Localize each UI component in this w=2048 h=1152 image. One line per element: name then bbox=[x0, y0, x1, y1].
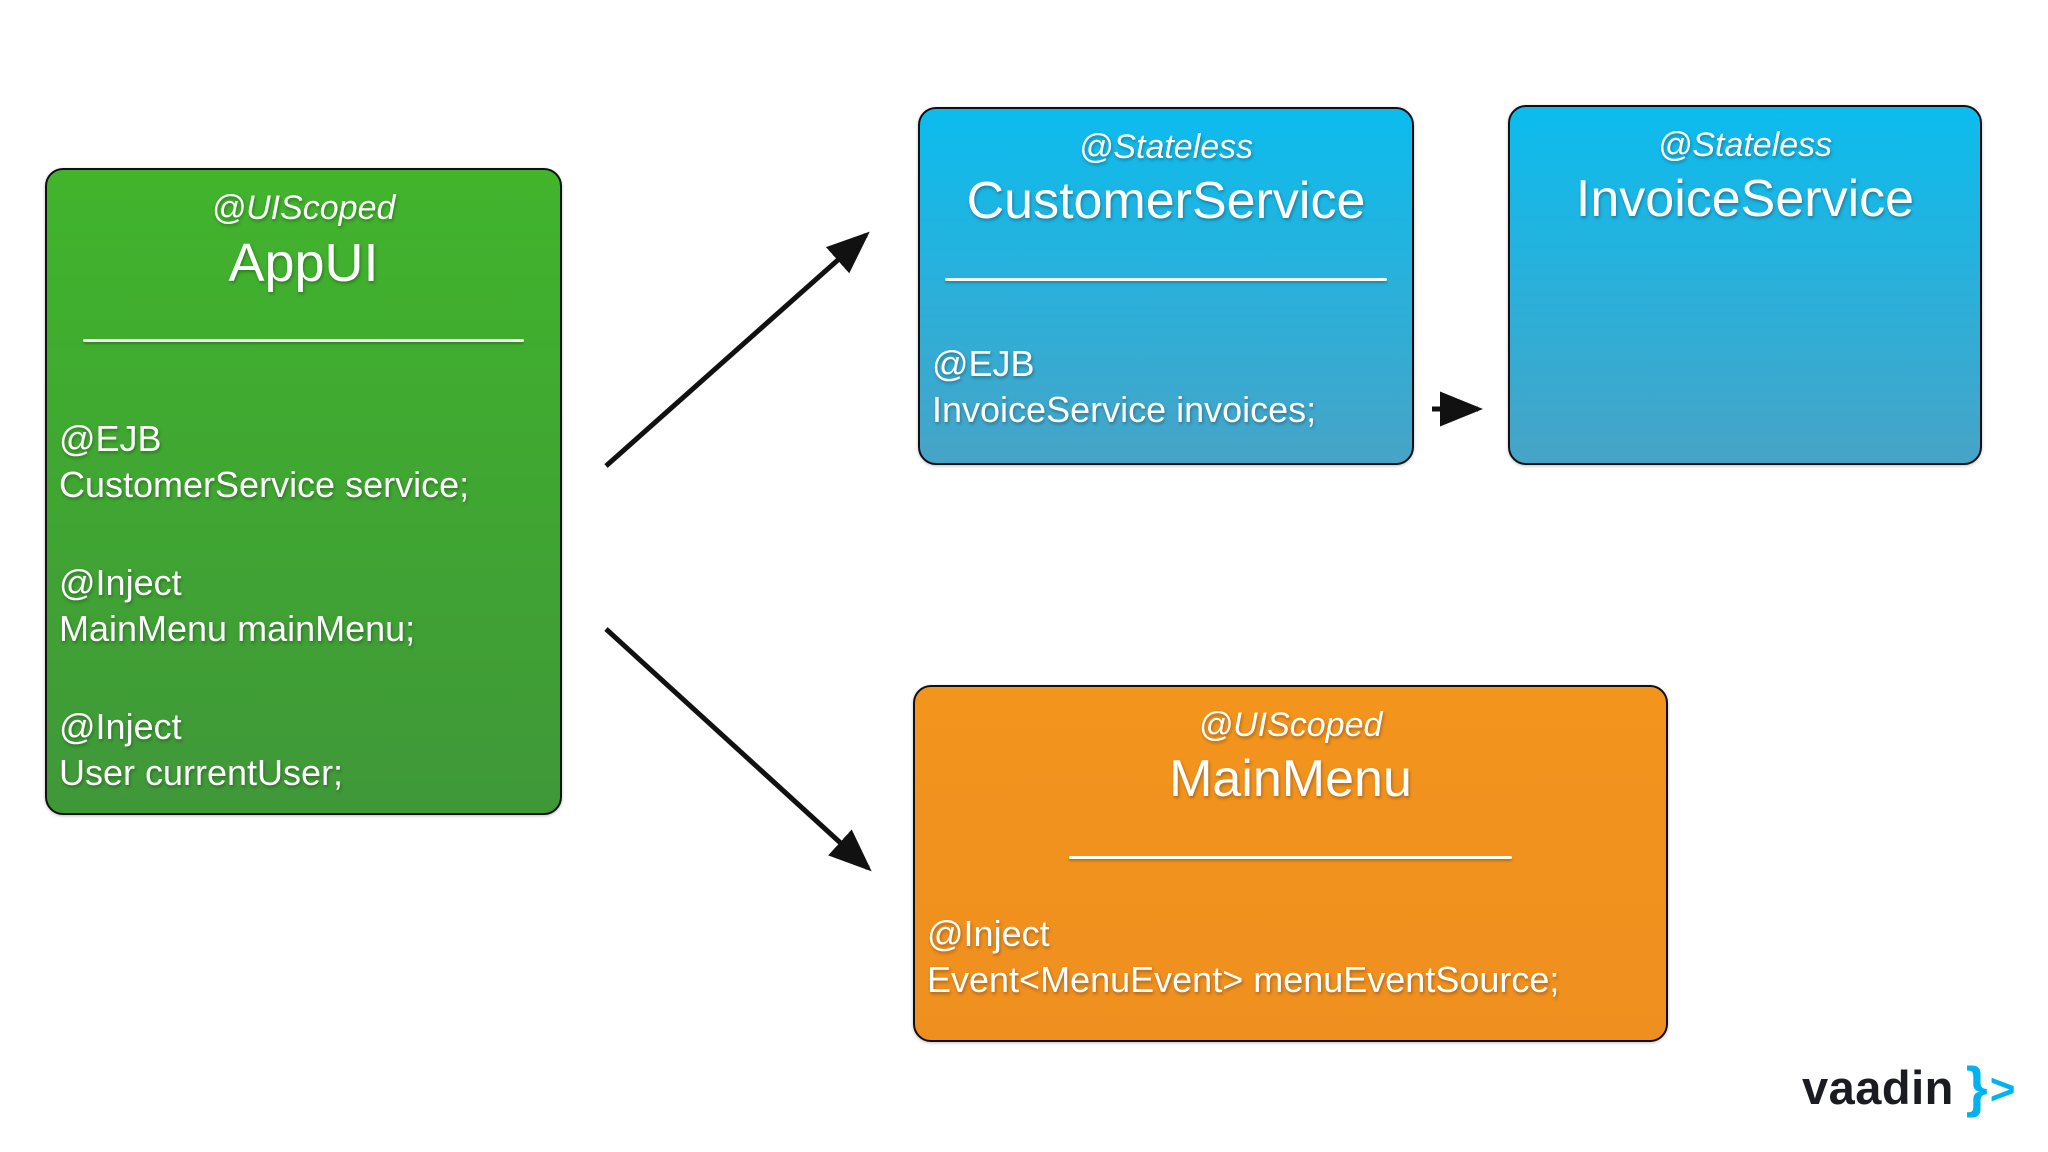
node-appui-body: @EJB CustomerService service; @Inject Ma… bbox=[47, 416, 560, 796]
node-appui-stereotype: @UIScoped bbox=[211, 189, 396, 227]
member-line: @Inject bbox=[59, 562, 182, 603]
arrow-appui-to-customerservice bbox=[604, 231, 870, 468]
vaadin-logo: vaadin } > bbox=[1802, 1052, 2016, 1118]
node-mainmenu-stereotype: @UIScoped bbox=[1198, 706, 1383, 744]
member-line: CustomerService service; bbox=[59, 464, 470, 505]
member-line: @Inject bbox=[59, 706, 182, 747]
node-customerservice-divider bbox=[944, 278, 1388, 281]
node-invoiceservice-stereotype: @Stateless bbox=[1657, 126, 1833, 164]
vaadin-brace-icon: } bbox=[1965, 1055, 1988, 1118]
vaadin-wordmark: vaadin bbox=[1802, 1061, 1954, 1114]
node-mainmenu-title: MainMenu bbox=[1169, 750, 1412, 808]
vaadin-chevron-icon: > bbox=[1989, 1065, 2016, 1114]
member-line: @EJB bbox=[932, 343, 1035, 384]
node-customerservice-body: @EJB InvoiceService invoices; bbox=[920, 341, 1412, 433]
node-customerservice-title: CustomerService bbox=[966, 172, 1366, 230]
node-invoiceservice: @Stateless InvoiceService bbox=[1508, 105, 1982, 465]
node-invoiceservice-title: InvoiceService bbox=[1575, 170, 1915, 228]
node-appui: @UIScoped AppUI @EJB CustomerService ser… bbox=[45, 168, 562, 815]
member-line: MainMenu mainMenu; bbox=[59, 608, 416, 649]
member-line: InvoiceService invoices; bbox=[932, 389, 1317, 430]
member-line: Event<MenuEvent> menuEventSource; bbox=[927, 959, 1560, 1000]
member-line: User currentUser; bbox=[59, 752, 344, 793]
node-customerservice: @Stateless CustomerService @EJB InvoiceS… bbox=[918, 107, 1414, 465]
node-customerservice-stereotype: @Stateless bbox=[1078, 128, 1254, 166]
node-appui-title: AppUI bbox=[228, 233, 379, 293]
node-mainmenu-divider bbox=[1068, 856, 1513, 859]
arrow-appui-to-mainmenu bbox=[604, 627, 872, 872]
node-mainmenu: @UIScoped MainMenu @Inject Event<MenuEve… bbox=[913, 685, 1668, 1042]
member-line: @EJB bbox=[59, 418, 162, 459]
node-appui-divider bbox=[82, 339, 525, 342]
member-line: @Inject bbox=[927, 913, 1050, 954]
node-mainmenu-body: @Inject Event<MenuEvent> menuEventSource… bbox=[915, 911, 1666, 1003]
